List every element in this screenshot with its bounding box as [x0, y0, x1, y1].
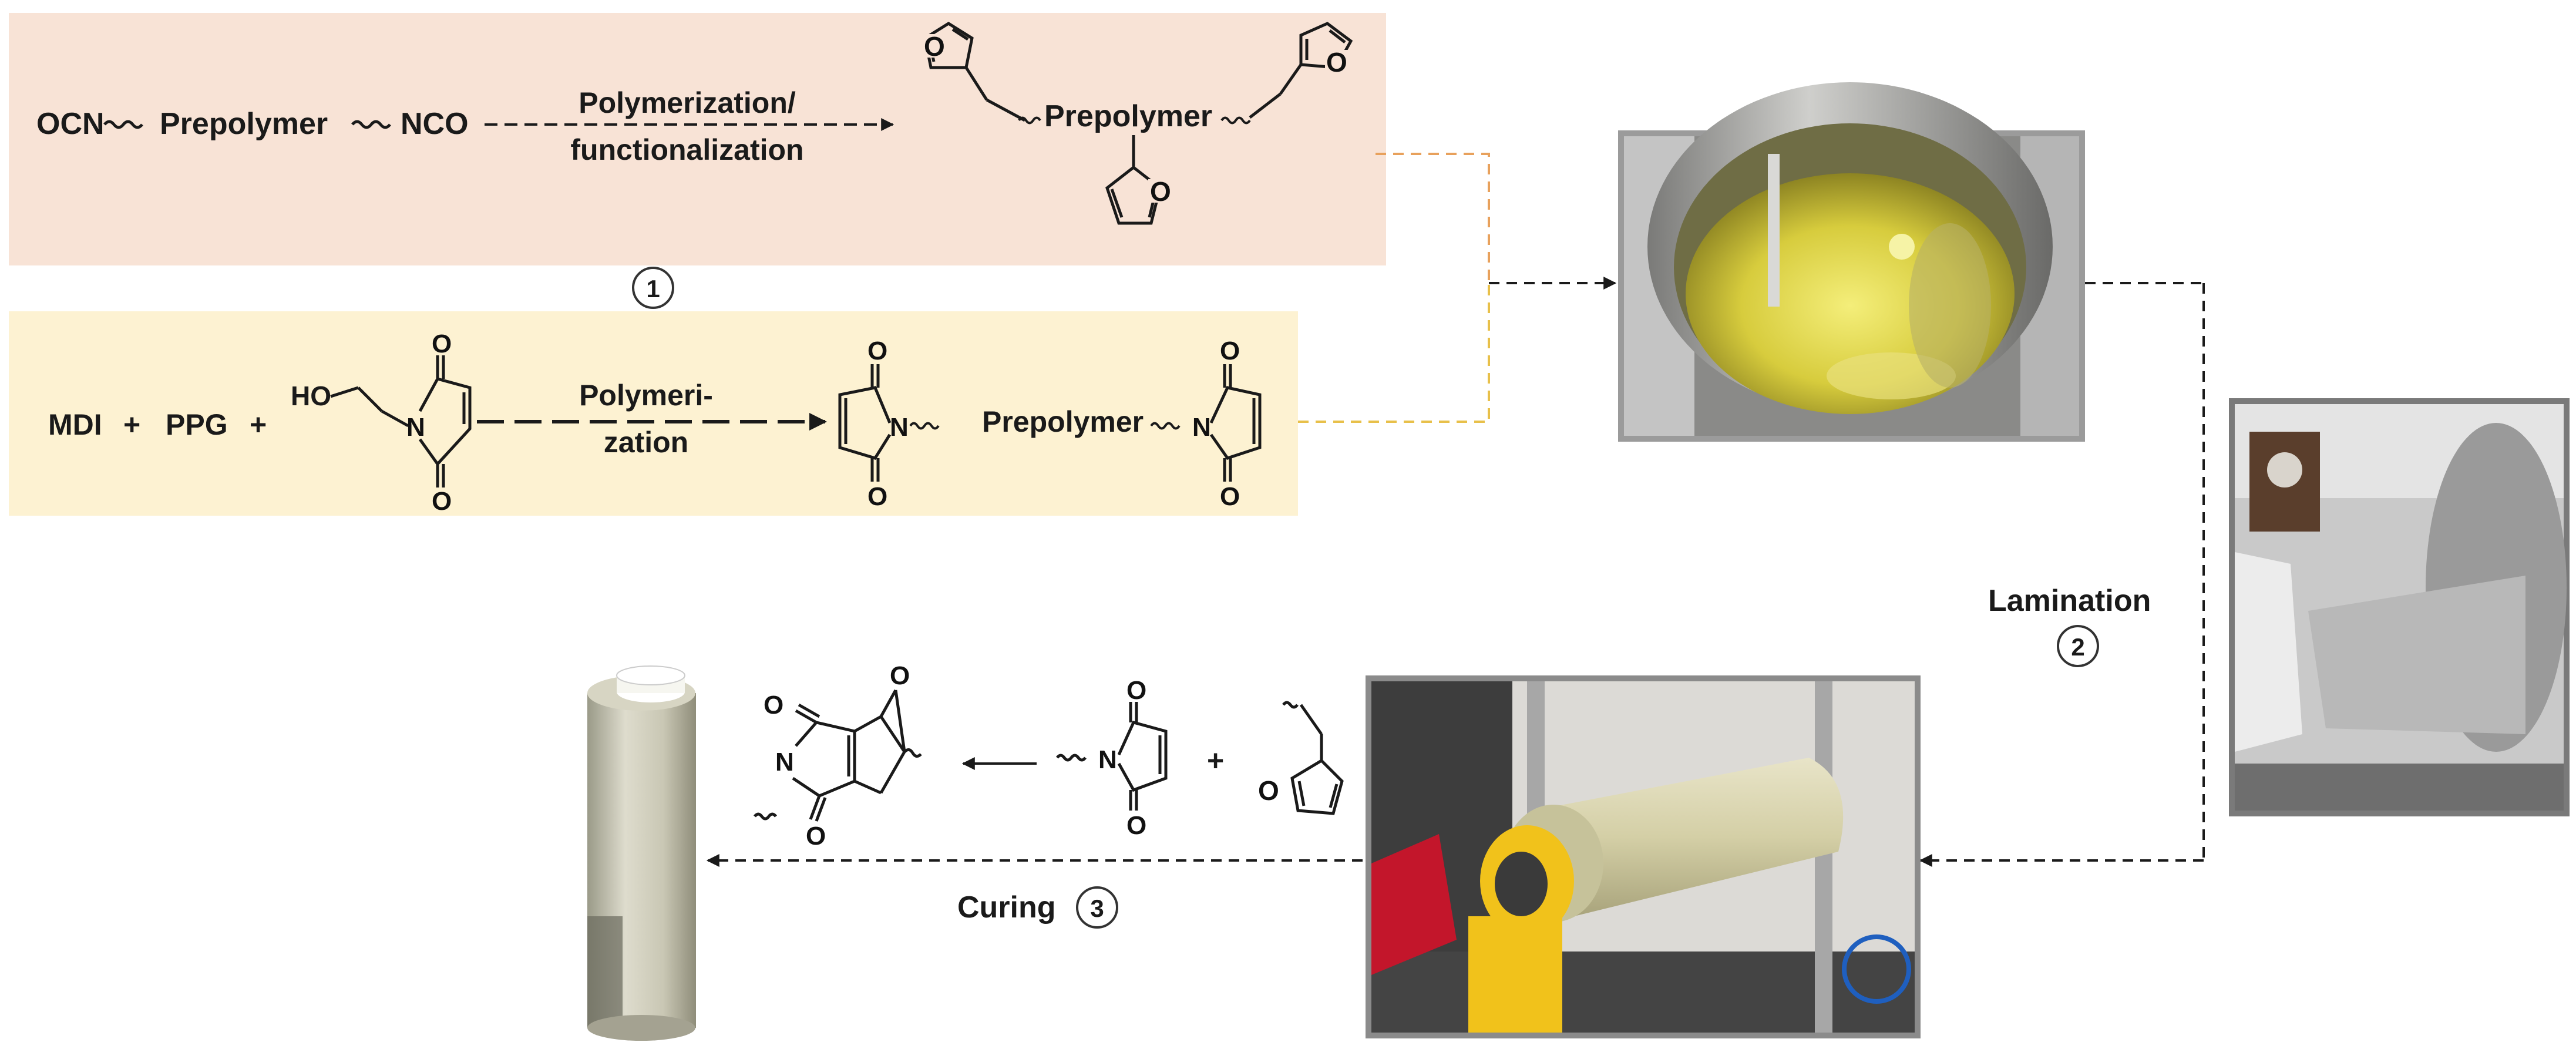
- bottom-arrow-label-2: zation: [604, 426, 688, 459]
- hydroxyl-group: HO: [291, 381, 331, 411]
- wavy-bond: [909, 422, 940, 430]
- top-prepolymer-label: Prepolymer: [160, 107, 328, 141]
- furan-oxygen: O: [1150, 176, 1171, 207]
- wavy-bond: [351, 120, 391, 129]
- wavy-bond: [1150, 422, 1181, 430]
- roll-machine-photo: [1366, 675, 1921, 1038]
- maleimide-nitrogen: N: [890, 413, 909, 442]
- furan-reactant: [1282, 701, 1344, 815]
- bottom-product-prepolymer: Prepolymer: [982, 405, 1144, 438]
- bottom-panel-connector: [1298, 283, 1490, 423]
- top-arrow-label-1: Polymerization/: [579, 86, 796, 119]
- curing-label: Curing: [957, 890, 1056, 924]
- furan-oxygen: O: [1326, 47, 1347, 78]
- lamination-machine-photo: [2229, 398, 2570, 816]
- bottom-arrow-label-1: Polymeri-: [579, 379, 713, 412]
- plus-sign-2: +: [250, 408, 267, 441]
- maleimide-oxygen: O: [432, 487, 452, 516]
- reactor-photo: [1618, 82, 2085, 442]
- maleimide-oxygen: O: [867, 337, 887, 365]
- adduct-oxygen-bridge: O: [890, 661, 910, 690]
- step-2-number: 2: [2071, 633, 2084, 661]
- reagent-ppg: PPG: [166, 408, 228, 441]
- plus-sign-1: +: [123, 408, 140, 441]
- step-3-badge: [1076, 886, 1118, 929]
- maleimide-oxygen: O: [1220, 482, 1240, 511]
- adduct-oxygen: O: [764, 691, 783, 719]
- top-right-end-group: NCO: [401, 107, 469, 141]
- step-1-badge: [632, 267, 674, 309]
- bottom-panel-background: [9, 311, 1298, 516]
- maleimide-nitrogen: N: [1192, 413, 1211, 442]
- wavy-bond: [103, 120, 143, 129]
- adduct-nitrogen: N: [775, 748, 794, 776]
- maleimide-nitrogen: N: [1098, 745, 1117, 774]
- furan-oxygen: O: [1258, 775, 1279, 806]
- step-3-number: 3: [1090, 895, 1104, 922]
- step-2-badge: [2057, 625, 2099, 667]
- step-1-number: 1: [646, 275, 660, 302]
- maleimide-nitrogen: N: [406, 413, 425, 442]
- top-left-end-group: OCN: [36, 107, 105, 141]
- diels-alder-adduct: [754, 689, 922, 822]
- reagent-mdi: MDI: [48, 408, 102, 441]
- top-panel-background: [9, 13, 1386, 265]
- maleimide-oxygen: O: [867, 482, 887, 511]
- maleimide-oxygen: O: [1126, 676, 1146, 705]
- maleimide-reactant: [1056, 702, 1168, 811]
- maleimide-left: [838, 364, 892, 482]
- hydroxyethyl-maleimide-structure: [330, 355, 472, 487]
- reaction-plus: +: [1207, 744, 1224, 777]
- wavy-bond: [1220, 116, 1251, 125]
- maleimide-right: [1209, 364, 1262, 482]
- maleimide-oxygen: O: [1220, 337, 1240, 365]
- wavy-bond: [1018, 116, 1041, 125]
- maleimide-oxygen: O: [1126, 811, 1146, 840]
- adduct-oxygen: O: [806, 822, 826, 850]
- furan-ring-bottom: [1105, 135, 1162, 225]
- top-product-prepolymer: Prepolymer: [1044, 99, 1212, 133]
- top-panel-connector: [1376, 153, 1490, 283]
- maleimide-oxygen: O: [432, 330, 452, 358]
- furan-oxygen: O: [924, 31, 945, 62]
- lamination-label: Lamination: [1988, 584, 2151, 618]
- top-arrow-label-2: functionalization: [570, 133, 803, 166]
- film-roll-photo: [587, 665, 696, 1041]
